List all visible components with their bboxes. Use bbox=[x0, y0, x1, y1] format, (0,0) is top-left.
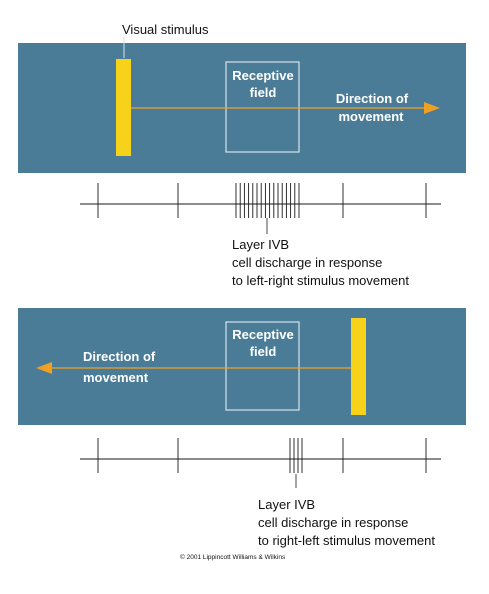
top-caption-line3: to left-right stimulus movement bbox=[232, 273, 409, 288]
bottom-panel-group: Receptive field Direction of movement bbox=[18, 308, 466, 425]
top-receptive-field-label-line2: field bbox=[250, 85, 277, 100]
top-caption-line1: Layer IVB bbox=[232, 237, 289, 252]
bottom-direction-arrowhead bbox=[36, 362, 52, 374]
bottom-stimulus-bar bbox=[351, 318, 366, 415]
top-receptive-field-box bbox=[225, 61, 300, 153]
bottom-receptive-field-label-line1: Receptive bbox=[232, 327, 293, 342]
top-stimulus-bar bbox=[116, 59, 131, 156]
top-direction-arrowhead bbox=[424, 102, 440, 114]
bottom-spike-trace bbox=[80, 438, 441, 473]
bottom-panel-background bbox=[18, 308, 466, 425]
top-spike-trace bbox=[80, 183, 441, 218]
top-panel-group: Receptive field Direction of movement Vi… bbox=[18, 22, 466, 173]
bottom-caption-line1: Layer IVB bbox=[258, 497, 315, 512]
bottom-receptive-field-box bbox=[225, 321, 300, 411]
copyright-notice: © 2001 Lippincott Williams & Wilkins bbox=[180, 553, 286, 561]
top-caption-line2: cell discharge in response bbox=[232, 255, 382, 270]
top-direction-label-line1: Direction of bbox=[336, 91, 409, 106]
bottom-caption-line3: to right-left stimulus movement bbox=[258, 533, 435, 548]
top-receptive-field-label-line1: Receptive bbox=[232, 68, 293, 83]
bottom-direction-label-line2: movement bbox=[83, 370, 149, 385]
top-direction-label-line2: movement bbox=[338, 109, 404, 124]
bottom-receptive-field-label-line2: field bbox=[250, 344, 277, 359]
bottom-caption-line2: cell discharge in response bbox=[258, 515, 408, 530]
top-stimulus-label: Visual stimulus bbox=[122, 22, 209, 37]
bottom-direction-label-line1: Direction of bbox=[83, 349, 156, 364]
